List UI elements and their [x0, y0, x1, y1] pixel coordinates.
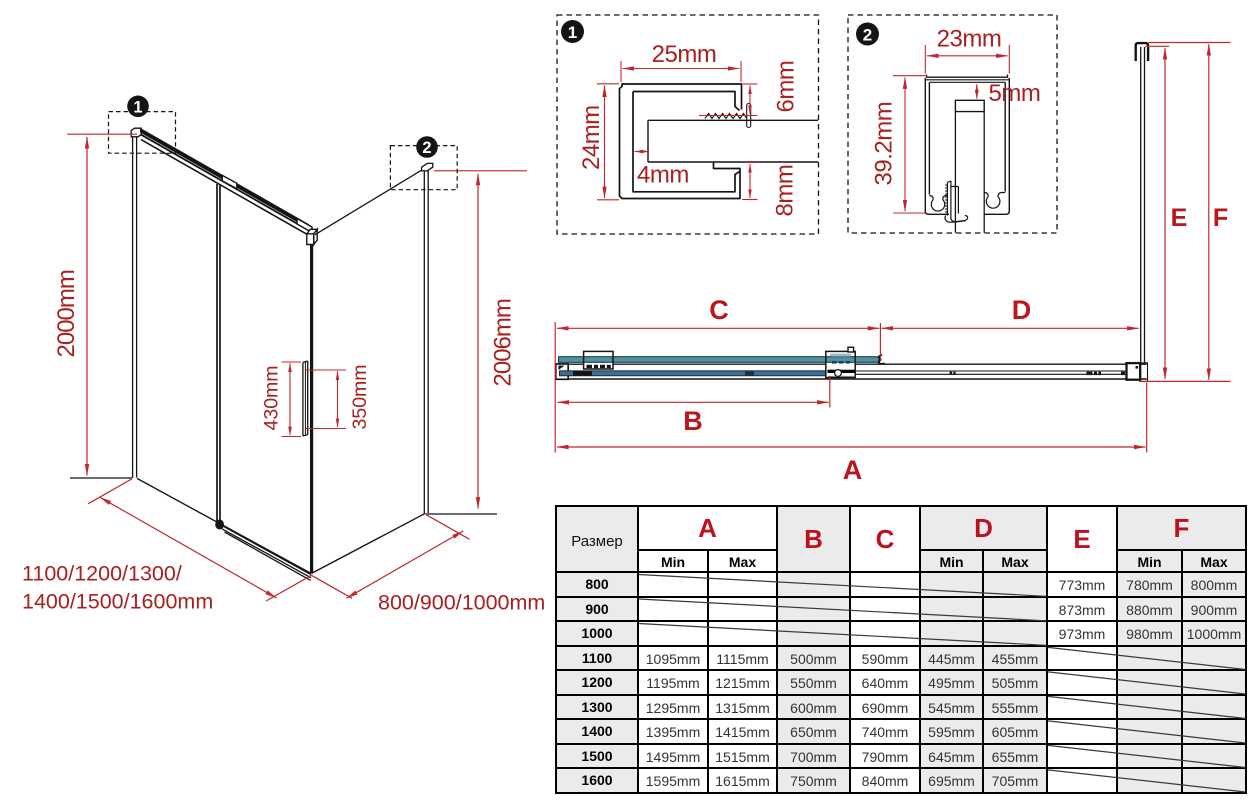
svg-text:5mm: 5mm [989, 80, 1041, 107]
svg-text:F: F [1213, 204, 1228, 232]
svg-text:8mm: 8mm [772, 165, 799, 217]
svg-text:4mm: 4mm [637, 162, 689, 189]
svg-text:1100/1200/1300/: 1100/1200/1300/ [22, 562, 182, 586]
svg-text:A: A [843, 455, 863, 485]
svg-text:1: 1 [568, 23, 577, 42]
svg-text:800/900/1000mm: 800/900/1000mm [378, 591, 545, 615]
svg-text:E: E [1171, 204, 1188, 232]
svg-text:1400/1500/1600mm: 1400/1500/1600mm [22, 590, 213, 614]
svg-text:2000mm: 2000mm [53, 270, 80, 357]
svg-text:D: D [1012, 295, 1032, 325]
svg-text:430mm: 430mm [261, 365, 283, 430]
svg-text:C: C [709, 295, 729, 325]
svg-text:B: B [683, 406, 703, 436]
svg-text:2: 2 [863, 26, 872, 45]
svg-text:1: 1 [133, 98, 142, 116]
svg-text:39.2mm: 39.2mm [871, 102, 898, 186]
svg-text:350mm: 350mm [349, 364, 371, 429]
svg-text:24mm: 24mm [578, 105, 605, 170]
svg-text:2: 2 [422, 139, 431, 157]
svg-text:23mm: 23mm [937, 26, 1002, 53]
svg-text:6mm: 6mm [773, 61, 800, 113]
svg-text:2006mm: 2006mm [490, 299, 517, 386]
svg-text:25mm: 25mm [652, 41, 717, 68]
